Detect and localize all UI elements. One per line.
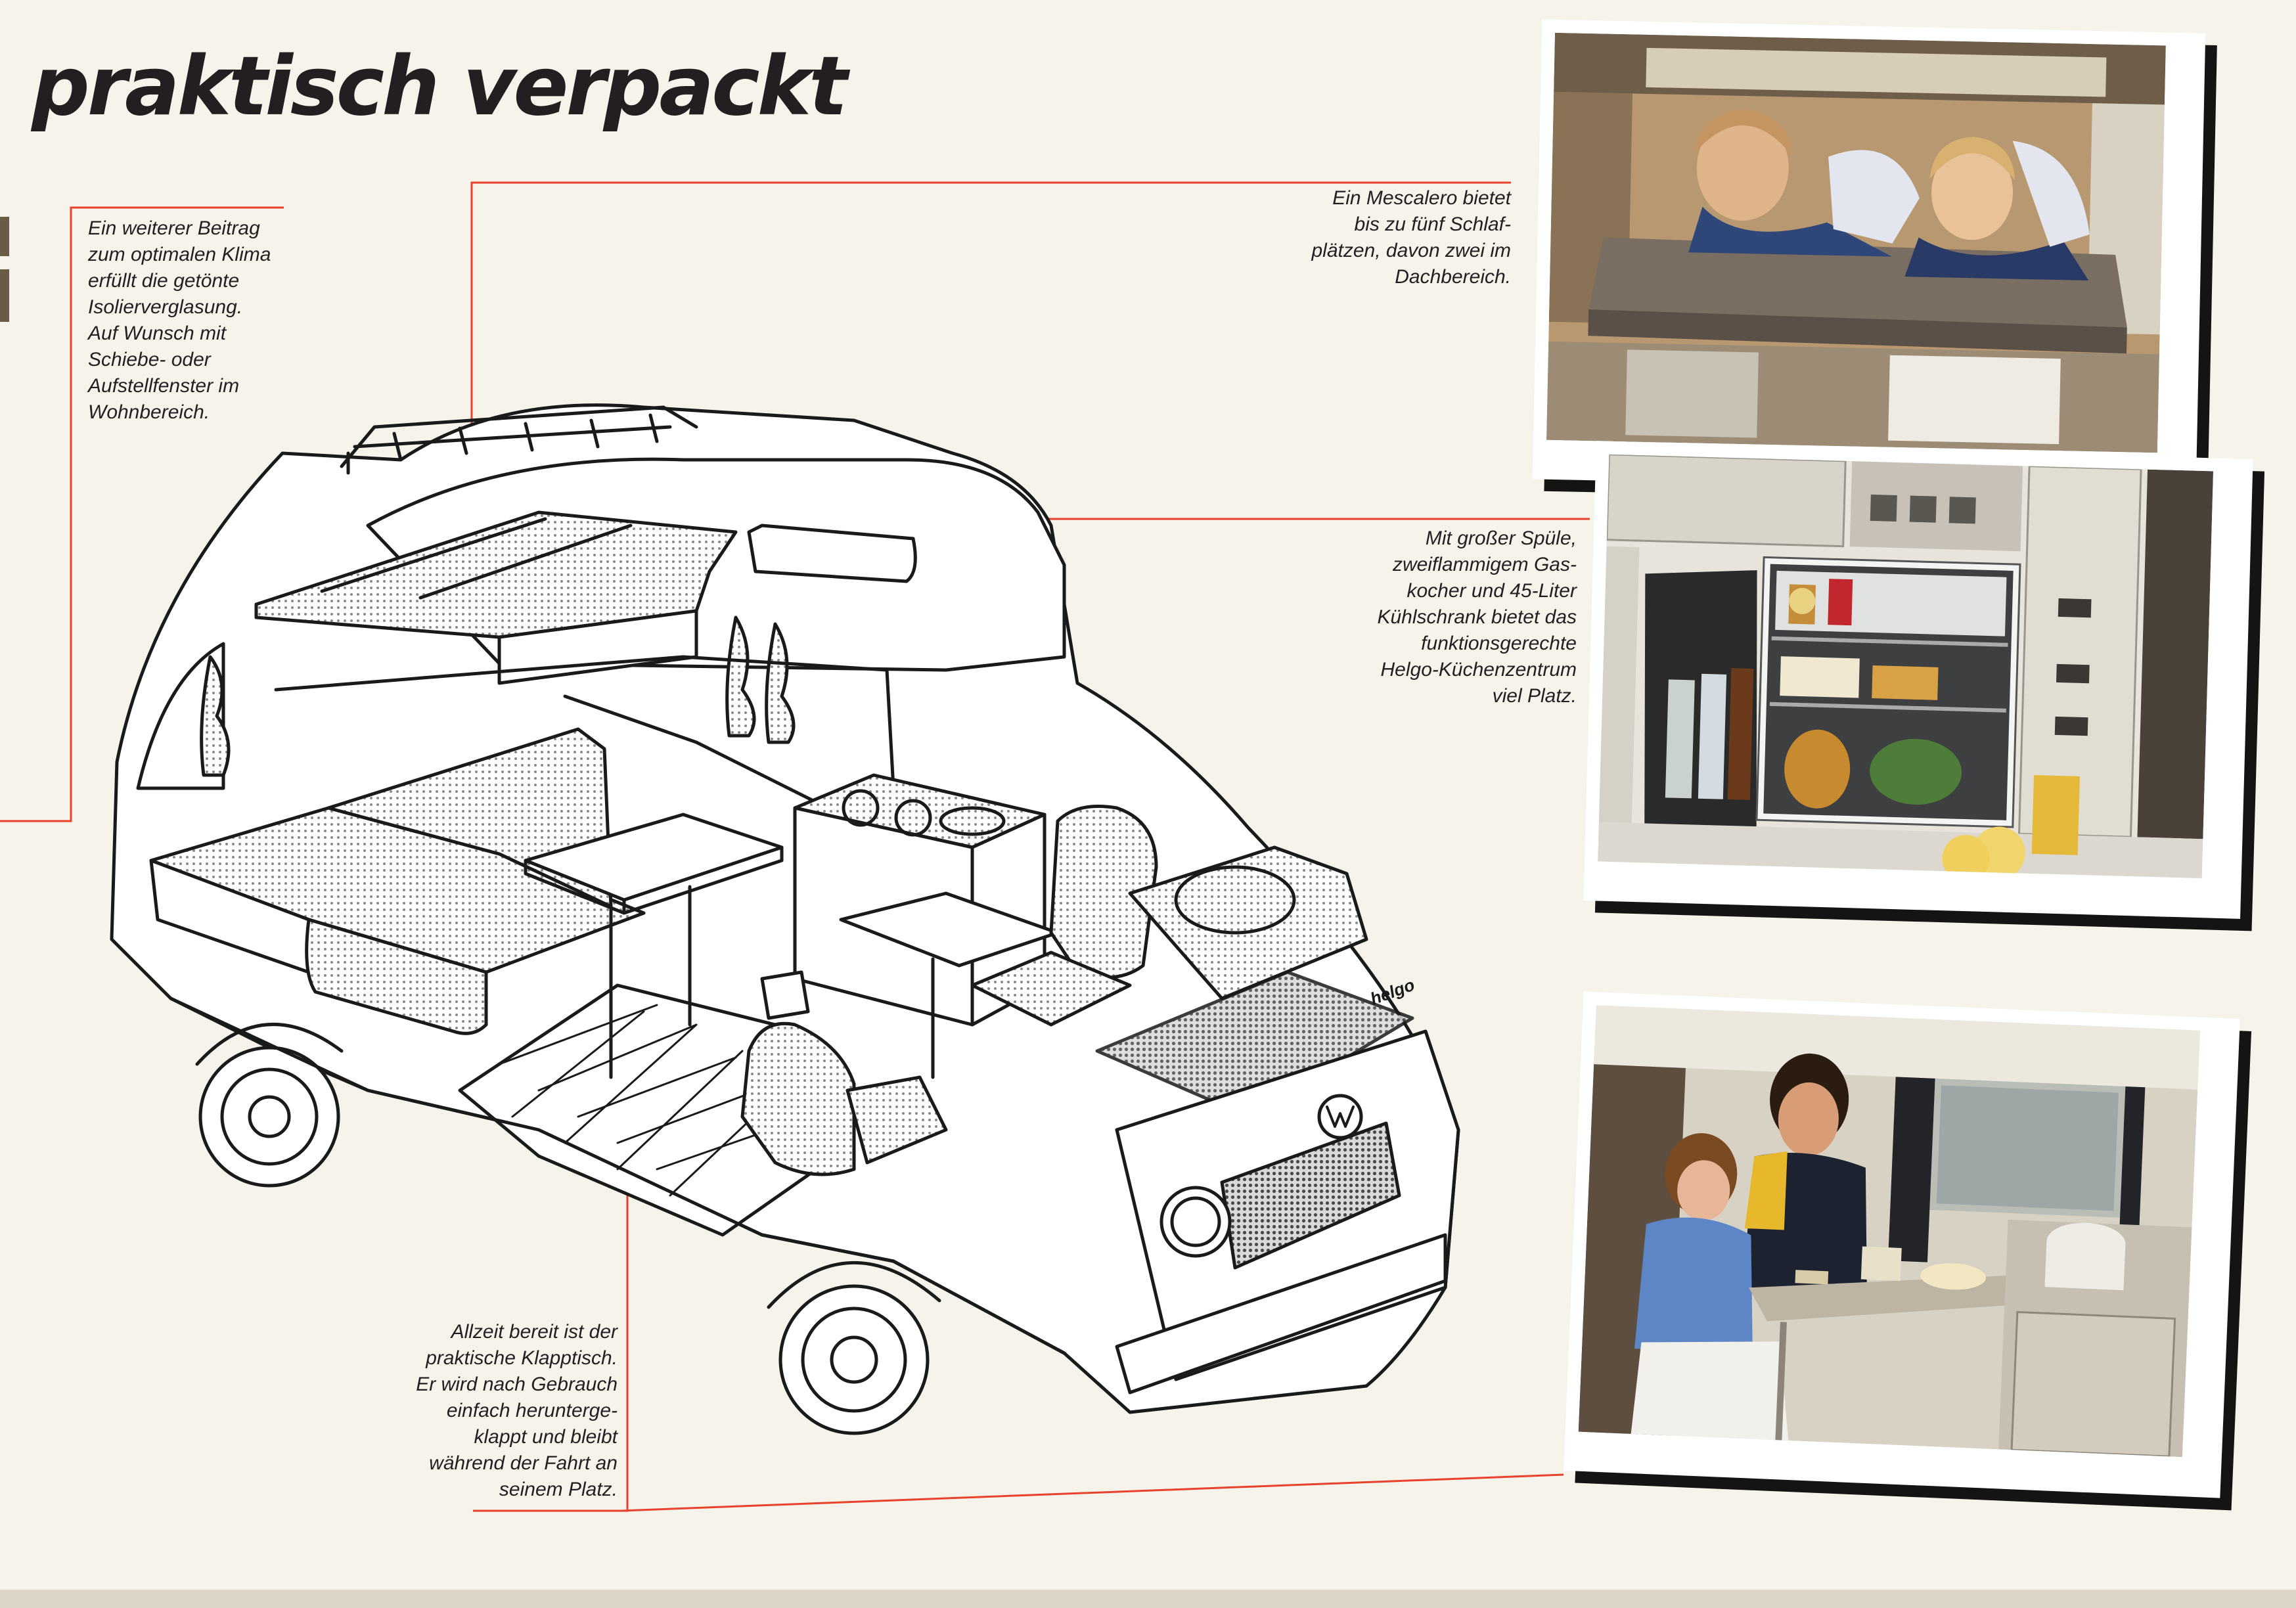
- steering-wheel: [1174, 865, 1296, 935]
- caption-kitchen: Mit großer Spüle, zweiflammigem Gas- koc…: [1377, 527, 1577, 707]
- bench-cushion: [305, 918, 488, 1035]
- sink: [939, 806, 1006, 836]
- grille: [1220, 1121, 1401, 1270]
- caption-sleeping: Ein Mescalero bietet bis zu fünf Schlaf-…: [1311, 187, 1512, 288]
- roof-bed: [254, 510, 738, 639]
- passenger-headrest: [760, 970, 810, 1020]
- curtain: [765, 622, 796, 744]
- photo-table: [1564, 991, 2240, 1498]
- dashboard: [1128, 845, 1368, 1000]
- roof-window: [747, 524, 917, 583]
- driver-seat-base: [970, 950, 1132, 1027]
- callout-line-window: [0, 206, 284, 822]
- photo-roof-bed: [1532, 19, 2206, 493]
- photo-kitchen: [1583, 441, 2253, 919]
- front-bumper: [1115, 1233, 1447, 1395]
- windscreen: [1095, 970, 1414, 1119]
- stove-burner: [894, 799, 932, 837]
- page-title: praktisch verpackt: [32, 39, 847, 134]
- page-edge-mark: [0, 217, 9, 256]
- page-edge-mark: [0, 269, 9, 322]
- rear-wheel-arch: [195, 1023, 344, 1066]
- caption-table: Allzeit bereit ist der praktische Klappt…: [416, 1321, 618, 1500]
- page-bottom-edge: [0, 1590, 2296, 1608]
- passenger-seat: [740, 1021, 856, 1176]
- front-wheel-arch: [767, 1261, 941, 1309]
- curtain: [725, 615, 756, 738]
- roof-rack: [340, 405, 698, 475]
- stove-burner: [842, 789, 880, 827]
- passenger-seat-base: [845, 1075, 948, 1165]
- caption-window: Ein weiterer Beitrag zum optimalen Klima…: [88, 217, 271, 423]
- curtain: [200, 655, 231, 777]
